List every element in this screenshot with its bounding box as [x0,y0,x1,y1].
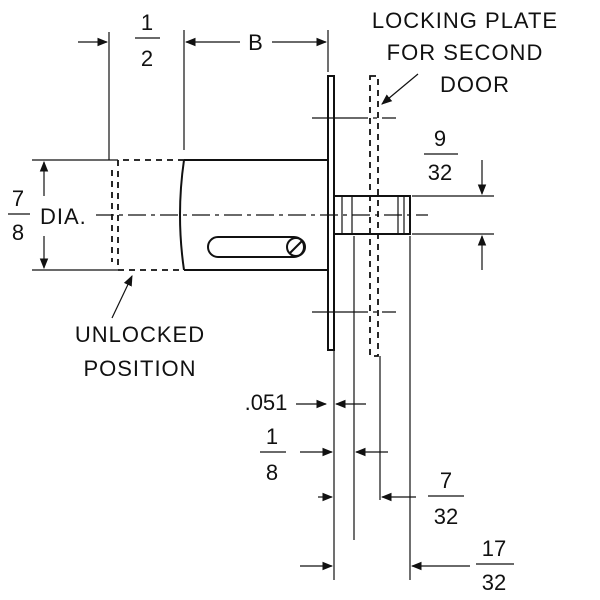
plate-thickness-value: .051 [245,390,288,415]
unlocked-line2: POSITION [83,356,196,381]
eighth-denominator: 8 [266,460,278,485]
bolt-tip [333,195,411,235]
extension-lines [333,236,411,580]
nine-32-denominator: 32 [428,160,452,185]
half-denominator: 2 [141,46,153,71]
eighth-dimension: 1 8 [260,424,388,485]
second-door-locking-plate [350,75,396,357]
unlocked-line1: UNLOCKED [75,322,205,347]
diameter-dimension: 7 8 DIA. [8,159,118,271]
half-numerator: 1 [141,10,153,35]
dia-label: DIA. [40,204,87,229]
locking-plate-line2: FOR SECOND [387,40,544,65]
seven-32-numerator: 7 [440,468,452,493]
b-label: B [248,30,264,55]
b-dimension: B [184,30,329,72]
seven-32-dimension: 7 32 [318,468,464,529]
nine-32-dimension: 9 32 [412,126,494,270]
plate-thickness-dimension: .051 [245,390,366,415]
unlocked-callout: UNLOCKED POSITION [75,275,205,381]
seventeen-32-numerator: 17 [482,536,506,561]
mounting-plate [312,75,350,351]
locking-plate-line3: DOOR [440,72,510,97]
seven-32-denominator: 32 [434,504,458,529]
nine-32-numerator: 9 [434,126,446,151]
dia-denominator: 8 [12,220,24,245]
seventeen-32-denominator: 32 [482,570,506,595]
seventeen-32-dimension: 17 32 [300,536,514,595]
dia-numerator: 7 [12,186,24,211]
half-dimension: 1 2 [78,10,185,160]
bolt-body [96,159,428,271]
eighth-numerator: 1 [266,424,278,449]
locking-plate-callout: LOCKING PLATE FOR SECOND DOOR [372,8,558,105]
locking-plate-line1: LOCKING PLATE [372,8,558,33]
